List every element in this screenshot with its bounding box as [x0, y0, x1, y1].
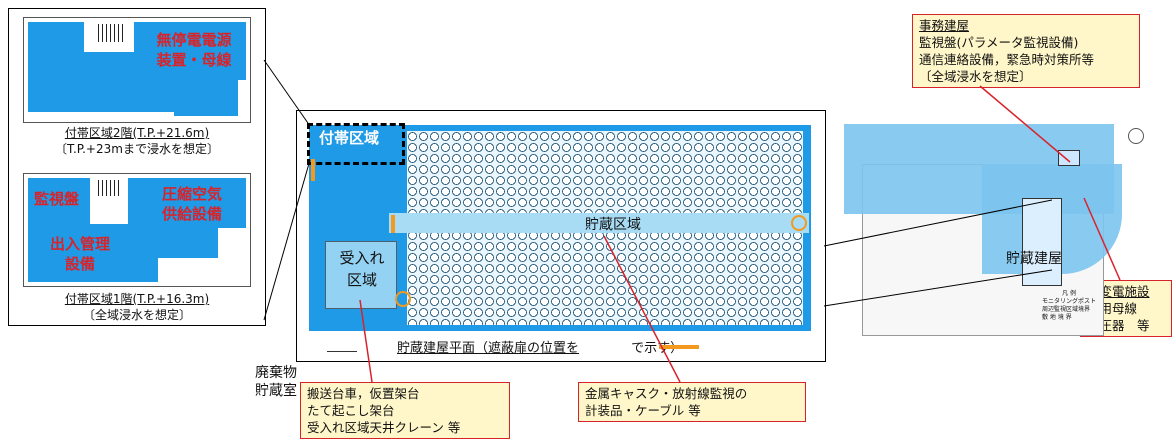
receiving-callout-line1: 搬送台車，仮置架台: [307, 386, 420, 401]
compass-icon: [1128, 128, 1144, 144]
cask-callout-line1: 金属キャスク・放射線監視の: [585, 386, 748, 401]
north-arrow-icon: [327, 337, 357, 352]
office-callout-line3: 〔全域浸水を想定〕: [919, 69, 1032, 84]
office-building-block: [1058, 150, 1080, 166]
floor1-plan: 監視盤 圧縮空気 供給設備 出入管理 設備: [23, 173, 251, 287]
legend-title: 凡 例: [1062, 290, 1076, 297]
floor2-caption: 付帯区域2階(T.P.+21.6m): [64, 126, 210, 140]
door-legend-bar: [659, 345, 699, 349]
floor2-plan: 無停電電源 装置・母線: [23, 17, 251, 123]
floor1-caption: 付帯区域1階(T.P.+16.3m): [64, 292, 210, 306]
storage-building-label: 貯蔵建屋: [1006, 251, 1062, 267]
office-callout-line2: 通信連絡設備，緊急時対策所等: [919, 52, 1095, 67]
floor2-equipment-line1: 無停電電源: [156, 31, 232, 49]
office-callout-title: 事務建屋: [919, 18, 970, 33]
floor-plans-panel: 無停電電源 装置・母線 付帯区域2階(T.P.+21.6m) 〔T.P.+23m…: [8, 8, 266, 326]
legend-item: モニタリングポスト: [1042, 298, 1097, 305]
compressor-line2: 供給設備: [161, 205, 222, 223]
stair-icon: [98, 24, 126, 42]
receiving-area: [325, 241, 397, 309]
cask-callout-line2: 計装品・ケーブル 等: [585, 403, 701, 418]
shield-door: [391, 215, 395, 233]
access-line2: 設備: [64, 255, 95, 273]
receiving-label-line2: 区域: [346, 271, 377, 289]
compressor-line1: 圧縮空気: [161, 185, 222, 203]
receiving-callout: 搬送台車，仮置架台 たて起こし架台 受入れ区域天井クレーン 等: [300, 382, 510, 439]
floor2-equipment-line2: 装置・母線: [156, 51, 232, 69]
floor2-note: 〔T.P.+23mまで浸水を想定〕: [55, 142, 219, 156]
shield-door: [791, 215, 807, 231]
office-callout-line1: 監視盤(パラメータ監視設備): [919, 35, 1079, 50]
storage-area-label: 貯蔵区域: [585, 217, 641, 233]
access-line1: 出入管理: [49, 235, 110, 253]
floor1-note: 〔全域浸水を想定〕: [82, 308, 191, 322]
annex-label: 付帯区域: [319, 129, 380, 147]
shield-door: [395, 291, 411, 307]
annex-dashed-frame: [307, 123, 405, 165]
receiving-callout-line2: たて起こし架台: [307, 403, 395, 418]
site-map: 貯蔵建屋 凡 例 モニタリングポスト 周辺監視区域境界 敷 地 境 界: [832, 104, 1158, 340]
shield-door: [311, 159, 315, 181]
receiving-label-line1: 受入れ: [339, 249, 385, 267]
storage-building-plan: 貯蔵区域 付帯区域 受入れ 区域 貯蔵建屋平面（遮蔽扉の位置を で示す）: [296, 110, 826, 362]
storage-aisle: [389, 213, 809, 233]
plan-caption: 貯蔵建屋平面（遮蔽扉の位置を: [397, 341, 580, 356]
monitor-room-label: 監視盤: [34, 190, 80, 208]
waste-room-line2: 貯蔵室: [255, 383, 297, 399]
cask-callout: 金属キャスク・放射線監視の 計装品・ケーブル 等: [578, 382, 806, 422]
legend-item: 周辺監視区域境界: [1042, 306, 1091, 313]
office-callout: 事務建屋 監視盤(パラメータ監視設備) 通信連絡設備，緊急時対策所等 〔全域浸水…: [912, 14, 1140, 88]
plan-caption-tail: で示す）: [631, 341, 684, 356]
stair-icon: [98, 180, 122, 196]
waste-room-line1: 廃棄物: [255, 365, 297, 381]
legend-item: 敷 地 境 界: [1042, 314, 1072, 321]
receiving-callout-line3: 受入れ区域天井クレーン 等: [307, 420, 461, 435]
